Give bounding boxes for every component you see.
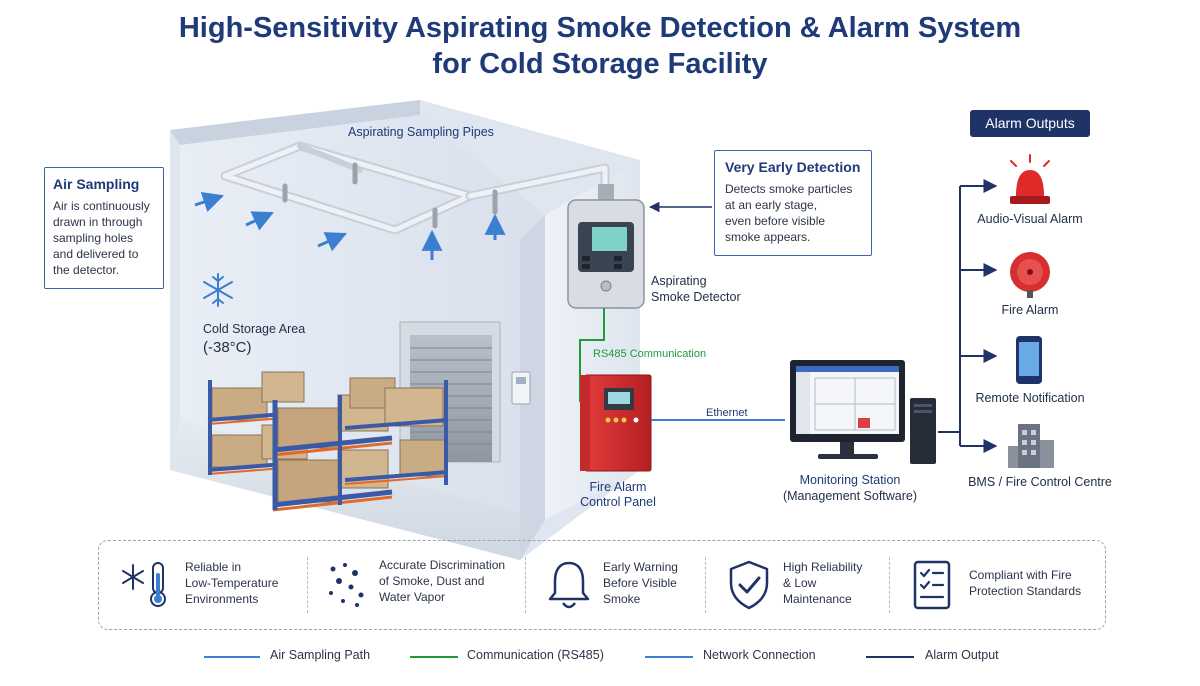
station-label-1: Monitoring Station <box>799 473 901 487</box>
phone-icon <box>1016 336 1042 384</box>
pallet-racks <box>207 371 449 512</box>
feature-item: Compliant with Fire Protection Standards <box>891 541 1103 629</box>
feature-divider <box>307 557 308 613</box>
feature-item: Accurate Discrimination of Smoke, Dust a… <box>309 541 523 629</box>
early-detection-line: at an early stage, <box>725 198 818 212</box>
alarm-output-label: BMS / Fire Control Centre <box>968 475 1112 489</box>
detector-label-2: Smoke Detector <box>651 290 741 304</box>
air-sampling-line: the detector. <box>53 263 120 277</box>
bell-outline-icon <box>548 561 590 609</box>
feature-line: Low-Temperature <box>185 576 279 590</box>
sampling-pipe-network <box>220 141 610 235</box>
feature-item: High Reliability & Low Maintenance <box>707 541 887 629</box>
panel-label-1: Fire Alarm <box>589 480 647 494</box>
air-sampling-callout: Air Sampling Air is continuously drawn i… <box>44 167 164 289</box>
early-detection-line: Detects smoke particles <box>725 182 853 196</box>
air-sampling-title: Air Sampling <box>53 176 140 192</box>
feature-line: High Reliability <box>783 560 863 574</box>
wall-thermostat <box>511 371 531 405</box>
feature-line: Maintenance <box>783 592 852 606</box>
alarm-output-label: Audio-Visual Alarm <box>977 212 1083 226</box>
early-detection-line: smoke appears. <box>725 230 811 244</box>
feature-line: Protection Standards <box>969 584 1082 598</box>
air-flow-arrows <box>194 192 506 260</box>
particles-icon <box>329 563 364 607</box>
legend-label: Network Connection <box>703 648 816 662</box>
feature-divider <box>525 557 526 613</box>
feature-line: & Low <box>783 576 817 590</box>
air-arrow <box>245 211 274 231</box>
legend-label: Air Sampling Path <box>270 648 371 662</box>
cold-area-label: Cold Storage Area <box>203 322 306 336</box>
feature-item: Early Warning Before Visible Smoke <box>527 541 705 629</box>
feature-divider <box>889 557 890 613</box>
feature-item: Reliable in Low-Temperature Environments <box>99 541 307 629</box>
title-line-1: High-Sensitivity Aspirating Smoke Detect… <box>178 12 1022 44</box>
feature-line: Before Visible <box>603 576 677 590</box>
legend-swatch-network <box>645 656 693 658</box>
alarm-output-lines <box>938 179 998 453</box>
legend-label: Alarm Output <box>925 648 999 662</box>
shield-check-icon <box>729 560 769 610</box>
detector-label-1: Aspirating <box>651 274 707 288</box>
feature-line: Reliable in <box>185 560 242 574</box>
station-label-2: (Management Software) <box>782 489 918 503</box>
feature-line: Early Warning <box>603 560 678 574</box>
rack-right <box>344 377 449 485</box>
early-detection-callout: Very Early Detection Detects smoke parti… <box>714 150 872 256</box>
feature-line: Water Vapor <box>379 590 446 604</box>
room-top-edge <box>170 100 420 145</box>
snowflake-thermometer-icon <box>122 562 166 607</box>
air-sampling-line: and delivered to <box>53 247 139 261</box>
room-front-edge <box>520 215 545 560</box>
bell-icon <box>1010 252 1050 298</box>
rs485-line <box>579 308 605 402</box>
rs485-label: RS485 Communication <box>593 348 707 360</box>
feature-line: Smoke <box>603 592 641 606</box>
legend-swatch-rs485 <box>410 656 458 658</box>
feature-line: Accurate Discrimination <box>379 558 506 572</box>
air-sampling-line: sampling holes <box>53 231 134 245</box>
beacon-icon <box>1010 154 1050 204</box>
air-arrow <box>317 232 347 252</box>
air-sampling-line: Air is continuously <box>53 199 150 213</box>
feature-line: Environments <box>185 592 259 606</box>
feature-line: of Smoke, Dust and <box>379 574 485 588</box>
fire-alarm-control-panel <box>580 374 652 472</box>
air-arrow <box>194 192 224 212</box>
alarm-output-label: Remote Notification <box>975 391 1085 405</box>
ethernet-label: Ethernet <box>706 407 748 419</box>
pipes-label: Aspirating Sampling Pipes <box>348 125 494 139</box>
early-detection-line: even before visible <box>725 214 826 228</box>
alarm-output-label: Fire Alarm <box>1001 303 1059 317</box>
title-line-2: for Cold Storage Facility <box>432 48 768 80</box>
features-bar: Reliable in Low-Temperature Environments… <box>98 540 1106 630</box>
monitoring-station <box>790 360 936 464</box>
snowflake-icon <box>203 273 233 307</box>
panel-label-2: Control Panel <box>580 495 656 509</box>
alarm-outputs-badge: Alarm Outputs <box>970 110 1090 137</box>
air-sampling-line: drawn in through <box>53 215 143 229</box>
feature-divider <box>705 557 706 613</box>
legend-swatch-alarm <box>866 656 914 658</box>
checklist-icon <box>913 560 951 610</box>
cold-area-temperature: (-38°C) <box>203 339 252 356</box>
aspirating-smoke-detector <box>567 184 645 309</box>
legend-swatch-air <box>204 656 260 658</box>
legend-label: Communication (RS485) <box>467 648 604 662</box>
feature-line: Compliant with Fire <box>969 568 1072 582</box>
building-icon <box>1008 424 1054 468</box>
early-detection-title: Very Early Detection <box>725 159 861 175</box>
